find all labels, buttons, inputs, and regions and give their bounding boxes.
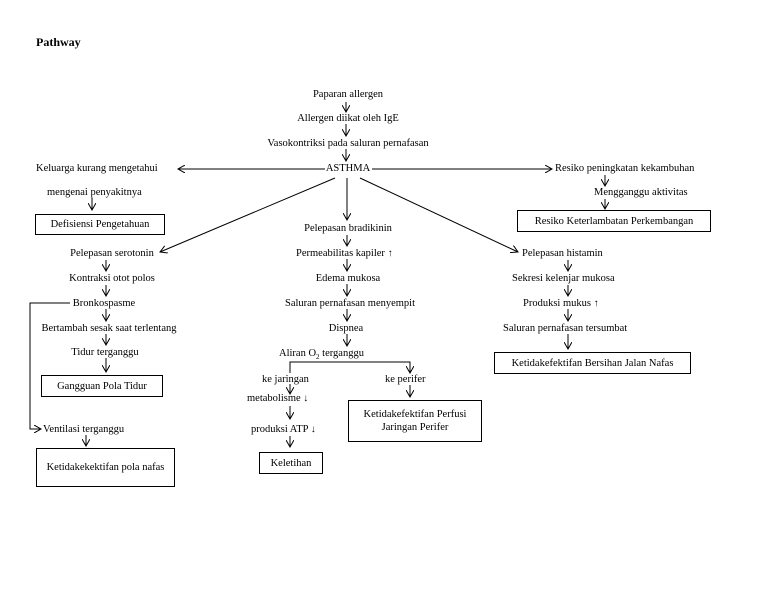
box-airway-clearance: Ketidakefektifan Bersihan Jalan Nafas [494,352,691,374]
node-o2-flow: Aliran O2 terganggu [279,347,364,364]
node-serotonin: Pelepasan serotonin [70,248,154,259]
node-airway-narrowing: Saluran pernafasan menyempit [284,298,416,309]
box-fatigue: Keletihan [259,452,323,474]
node-dyspnea: Dispnea [328,323,364,334]
atp-production-label: produksi ATP [251,424,309,435]
box-knowledge-deficit: Defisiensi Pengetahuan [35,214,165,235]
increase-arrow-icon: ↑ [593,298,599,309]
o2-split-line [289,361,410,373]
node-capillary-permeability: Permeabilitas kapiler ↑ [296,247,393,260]
node-mucosal-edema: Edema mukosa [315,273,381,284]
node-family-line2: mengenai penyakitnya [47,187,142,198]
node-asthma: ASTHMA [325,163,371,174]
arrow-bronchospasm-to-ventilation [29,302,70,429]
node-atp-production: produksi ATP ↓ [251,423,316,436]
node-gland-secretion: Sekresi kelenjar mukosa [512,273,615,284]
mucus-production-label: Produksi mukus [523,298,591,309]
node-sleep-disturbed: Tidur terganggu [71,347,139,358]
box-breathing-pattern: Ketidakekektifan pola nafas [36,448,175,487]
node-airway-blocked: Saluran pernafasan tersumbat [503,323,628,334]
o2-flow-suffix: terganggu [319,348,364,359]
node-to-peripheral: ke perifer [385,374,426,385]
arrow-asthma-to-serotonin [160,177,336,252]
node-histamine: Pelepasan histamin [522,248,603,259]
node-mucus-production: Produksi mukus ↑ [523,297,599,310]
node-to-tissue: ke jaringan [262,374,309,385]
node-smooth-muscle: Kontraksi otot polos [69,273,155,284]
node-ventilation: Ventilasi terganggu [43,424,125,435]
node-recurrence-risk: Resiko peningkatan kekambuhan [555,163,695,174]
node-family-line1: Keluarga kurang mengetahui [36,163,158,174]
decrease-arrow-icon: ↓ [303,393,309,404]
node-bronchospasm: Bronkospasme [72,298,136,309]
node-dyspnea-supine: Bertambah sesak saat terlentang [41,323,177,334]
o2-flow-prefix: Aliran O [279,348,317,359]
box-sleep-pattern: Gangguan Pola Tidur [41,375,163,397]
decrease-arrow-icon: ↓ [310,424,316,435]
box-development-risk: Resiko Keterlambatan Perkembangan [517,210,711,232]
metabolism-label: metabolisme [247,393,301,404]
node-bradykinin: Pelepasan bradikinin [304,223,392,234]
increase-arrow-icon: ↑ [387,248,393,259]
box-peripheral-perfusion: Ketidakefektifan Perfusi Jaringan Perife… [348,400,482,442]
node-metabolism: metabolisme ↓ [247,392,308,405]
arrow-asthma-to-histamine [359,177,518,252]
node-allergen-bound: Allergen diikat oleh IgE [297,113,399,124]
node-activity-disrupted: Mengganggu aktivitas [594,187,688,198]
capillary-permeability-label: Permeabilitas kapiler [296,248,385,259]
page-title: Pathway [36,35,81,49]
o2-subscript: 2 [316,353,320,362]
node-vasoconstriction: Vasokontriksi pada saluran pernafasan [267,138,429,149]
node-allergen-exposure: Paparan allergen [312,89,384,100]
